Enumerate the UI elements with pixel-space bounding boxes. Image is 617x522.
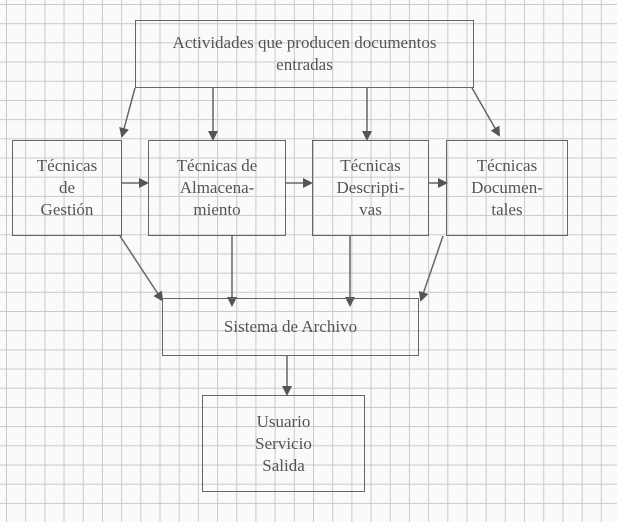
almacenamiento-line-3: miento: [193, 200, 241, 219]
descriptivas-line-3: vas: [359, 200, 382, 219]
salida-box: Usuario Servicio Salida: [202, 395, 365, 492]
tecnicas-descriptivas-box: Técnicas Descripti- vas: [312, 140, 429, 236]
sistema-archivo-box: Sistema de Archivo: [162, 298, 419, 356]
arrow-top-to-gestion: [119, 87, 136, 138]
arrow-gestion-to-sistema: [119, 235, 164, 302]
arrow-top-to-documentales: [471, 87, 500, 137]
tecnicas-documentales-box: Técnicas Documen- tales: [446, 140, 568, 236]
almacenamiento-line-2: Almacena-: [179, 178, 255, 197]
almacenamiento-line-1: Técnicas de: [176, 156, 258, 175]
tecnicas-gestion-box: Técnicas de Gestión: [12, 140, 122, 236]
descriptivas-line-2: Descripti-: [336, 178, 405, 197]
descriptivas-line-1: Técnicas: [340, 156, 401, 175]
sistema-line-1: Sistema de Archivo: [223, 317, 358, 336]
tecnicas-almacenamiento-box: Técnicas de Almacena- miento: [148, 140, 286, 236]
salida-line-1: Usuario: [256, 411, 311, 431]
top-line-1: Actividades que producen documentos: [172, 33, 437, 52]
salida-line-2: Servicio: [255, 433, 312, 453]
documentales-line-3: tales: [491, 200, 523, 219]
top-activities-box: Actividades que producen documentos entr…: [135, 20, 474, 88]
salida-line-3: Salida: [262, 455, 305, 475]
gestion-line-3: Gestión: [40, 200, 94, 219]
gestion-line-2: de: [58, 178, 76, 197]
arrow-documentales-to-sistema: [418, 235, 444, 302]
gestion-line-1: Técnicas: [36, 156, 98, 175]
documentales-line-2: Documen-: [471, 178, 543, 197]
documentales-line-1: Técnicas: [476, 156, 538, 175]
top-line-2: entradas: [276, 55, 333, 74]
